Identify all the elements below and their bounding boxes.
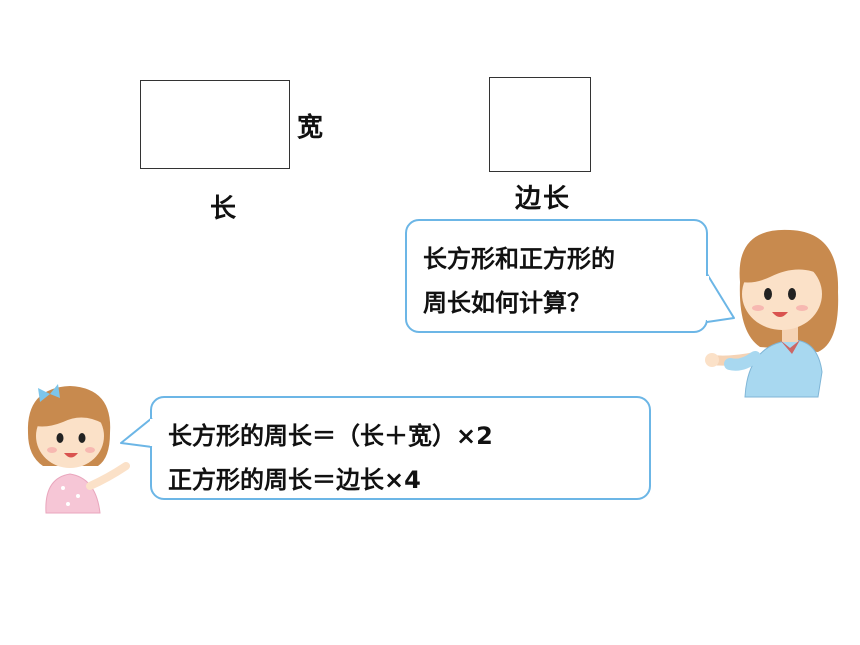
- teacher-question-line-2: 周长如何计算？: [423, 289, 591, 317]
- teacher-question-line-1: 长方形和正方形的: [423, 245, 615, 273]
- teacher-illustration: [705, 229, 839, 398]
- rectangle-length-label: 长: [210, 194, 237, 224]
- girl-illustration: [27, 384, 130, 514]
- rectangle-shape: [140, 80, 290, 169]
- rectangle-width-label: 宽: [297, 113, 324, 143]
- square-perimeter-formula: 正方形的周长＝边长×4: [168, 466, 421, 494]
- girl-speech-bubble: 长方形的周长＝（长＋宽）×2 正方形的周长＝边长×4: [150, 396, 651, 500]
- girl-bubble-tail: [120, 417, 155, 448]
- teacher-speech-bubble: 长方形和正方形的 周长如何计算？: [405, 219, 708, 333]
- teacher-bubble-tail: [704, 273, 735, 323]
- rectangle-perimeter-formula: 长方形的周长＝（长＋宽）×2: [168, 422, 493, 450]
- square-side-label: 边长: [515, 184, 572, 214]
- square-shape: [489, 77, 591, 172]
